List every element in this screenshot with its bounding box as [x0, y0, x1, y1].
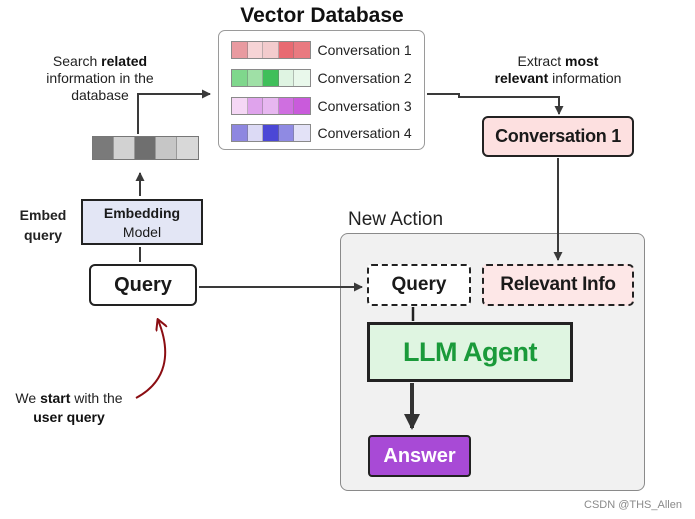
vector-cell	[294, 42, 310, 58]
embedding-vector-2	[231, 69, 311, 87]
relevant-info-box: Relevant Info	[482, 264, 634, 306]
embedding-model-subtitle: Model	[122, 224, 162, 240]
vector-cell	[294, 98, 310, 114]
answer-box: Answer	[368, 435, 471, 477]
vector-database-box: Conversation 1 Conversation 2 Conversati…	[218, 30, 425, 150]
conversation-label: Conversation 4	[317, 125, 412, 141]
retrieved-conversation-box: Conversation 1	[482, 116, 634, 157]
vector-cell	[247, 42, 263, 58]
vector-cell	[278, 98, 294, 114]
database-row-conversation-4: Conversation 4	[231, 124, 412, 142]
new-action-title: New Action	[348, 209, 444, 230]
note-text: with the	[70, 390, 123, 406]
prompt-query-box: Query	[367, 264, 471, 306]
note-text: information	[548, 70, 622, 86]
note-text: Search	[52, 53, 102, 69]
conversation-label: Conversation 1	[317, 42, 412, 58]
vector-cell	[263, 70, 279, 86]
vector-cell	[93, 137, 114, 159]
note-bold-text: user query	[33, 409, 105, 425]
database-row-conversation-2: Conversation 2	[231, 69, 412, 87]
vector-cell	[278, 125, 294, 141]
vector-cell	[263, 42, 279, 58]
embedding-vector-3	[231, 97, 311, 115]
vector-cell	[278, 70, 294, 86]
user-start-arrow	[135, 320, 165, 399]
vector-cell	[263, 98, 279, 114]
embedding-model-box: Embedding Model	[81, 199, 203, 245]
database-row-conversation-3: Conversation 3	[231, 97, 412, 115]
vector-cell	[263, 125, 279, 141]
diagram-title: Vector Database	[240, 4, 404, 27]
query-embedding-vector	[92, 136, 199, 160]
note-bold-text: most	[565, 53, 599, 69]
vector-cell	[232, 42, 248, 58]
search-arrow	[137, 89, 211, 134]
vector-cell	[156, 137, 177, 159]
vector-cell	[294, 125, 310, 141]
extract-note: Extract most relevant information	[478, 53, 638, 87]
vector-cell	[232, 125, 248, 141]
watermark: CSDN @THS_Allen	[584, 499, 682, 511]
vector-cell	[232, 70, 248, 86]
vector-cell	[135, 137, 156, 159]
conversation-label: Conversation 2	[317, 70, 412, 86]
llm-agent-box: LLM Agent	[367, 322, 573, 382]
embedding-model-title: Embedding	[103, 205, 181, 221]
embedding-vector-1	[231, 41, 311, 59]
start-note: We start with the user query	[4, 389, 134, 427]
note-bold-text: related	[101, 53, 148, 69]
note-text: We	[15, 390, 41, 406]
note-bold-text: relevant	[494, 70, 549, 86]
vector-cell	[247, 98, 263, 114]
vector-cell	[114, 137, 135, 159]
vector-cell	[247, 125, 263, 141]
query-box: Query	[89, 264, 197, 306]
embedding-vector-4	[231, 124, 311, 142]
database-row-conversation-1: Conversation 1	[231, 41, 412, 59]
vector-cell	[247, 70, 263, 86]
note-bold-text: start	[40, 390, 71, 406]
note-text: information in the database	[46, 70, 154, 103]
search-note: Search related information in the databa…	[30, 53, 170, 104]
note-text: Extract	[517, 53, 565, 69]
conversation-label: Conversation 3	[317, 98, 412, 114]
vector-cell	[294, 70, 310, 86]
embed-query-note: Embed query	[19, 207, 67, 243]
vector-cell	[278, 42, 294, 58]
extract-arrow	[427, 93, 564, 115]
vector-cell	[177, 137, 198, 159]
vector-cell	[232, 98, 248, 114]
